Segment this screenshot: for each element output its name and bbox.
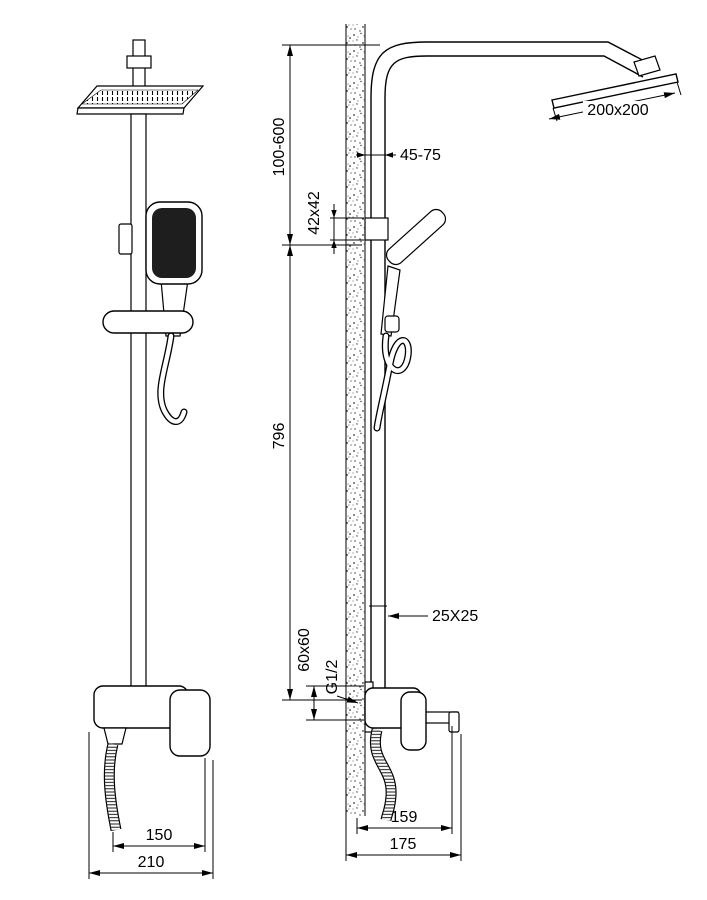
dim-150: 150: [112, 758, 206, 852]
dim-159: 159: [356, 726, 453, 834]
dim-label-200x200: 200x200: [587, 102, 648, 119]
dim-label-796: 796: [271, 423, 288, 450]
handset-hose-front: [157, 332, 188, 425]
mixer-front: [93, 685, 211, 757]
front-view: 150 210: [76, 39, 214, 879]
inlet-hose-side: [370, 728, 397, 822]
wall-section: [345, 24, 366, 816]
side-view: 100-600 796 45-75 42x42 200x200: [271, 24, 682, 861]
dim-label-42x42: 42x42: [306, 191, 323, 235]
dim-label-100-600: 100-600: [271, 118, 288, 177]
dim-label-g12: G1/2: [324, 660, 341, 695]
dim-60x60: 60x60: [296, 628, 364, 721]
dim-42x42: 42x42: [306, 191, 389, 254]
riser-column-front: [130, 113, 147, 689]
riser-column-side-fill: [371, 96, 385, 688]
dim-label-175: 175: [390, 836, 417, 853]
mixer-handle-side: [400, 691, 427, 751]
dim-label-45-75: 45-75: [400, 147, 441, 164]
spout-outlet: [448, 711, 460, 733]
shower-head-front: [76, 85, 205, 115]
dim-175: 175: [345, 734, 462, 861]
dim-label-60x60: 60x60: [296, 628, 313, 672]
dim-200x200: 200x200: [548, 81, 682, 122]
handset-holder-front: [102, 310, 194, 334]
head-connector-nut-side: [633, 55, 661, 77]
handset-head-front: [145, 201, 203, 285]
dim-label-150: 150: [146, 827, 173, 844]
shower-arm-side: [370, 41, 651, 99]
dim-100-600: 100-600: [271, 44, 380, 246]
handset-side: [373, 208, 447, 432]
dim-45-75: 45-75: [356, 147, 441, 164]
dim-g12: G1/2: [324, 660, 359, 704]
inlet-hose-front: [103, 742, 122, 832]
wall-bracket-side: [364, 217, 389, 241]
dim-label-159: 159: [391, 809, 418, 826]
slider-bracket-front: [118, 223, 133, 255]
top-connector-nut: [126, 55, 152, 69]
dim-210: 210: [88, 732, 214, 879]
dim-label-210: 210: [138, 854, 165, 871]
dim-25x25: 25X25: [388, 608, 478, 625]
dim-label-25x25: 25X25: [432, 608, 478, 625]
handset-holder-side: [384, 315, 400, 333]
